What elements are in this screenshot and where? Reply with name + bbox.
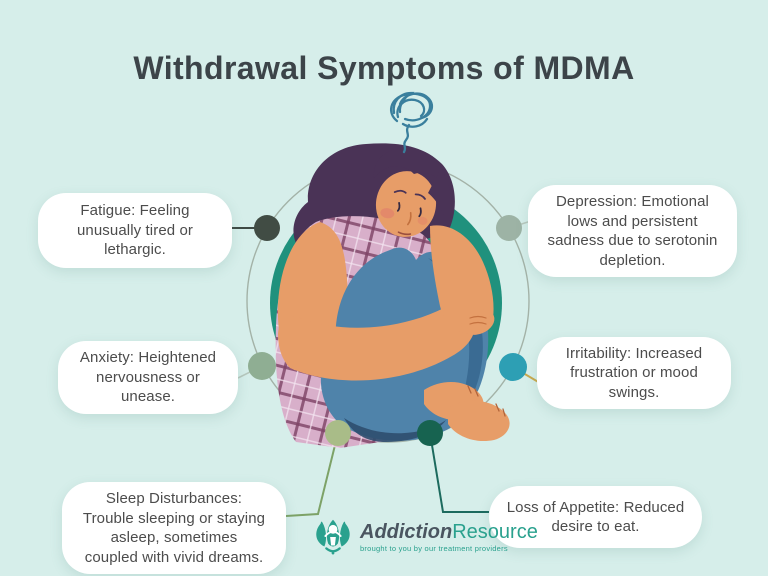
brand-tagline: brought to you by our treatment provider… xyxy=(360,544,508,553)
dot-anxiety xyxy=(248,352,276,380)
symptom-text: Irritability: Increased frustration or m… xyxy=(565,344,703,401)
brand-name: AddictionResource xyxy=(360,522,538,542)
face xyxy=(393,189,426,236)
hand xyxy=(461,309,495,335)
symptom-text: Loss of Appetite: Reduced desire to eat. xyxy=(506,498,685,536)
symptom-text: Depression: Emotional lows and persisten… xyxy=(547,193,718,269)
hair-top xyxy=(373,147,446,186)
dot-loss-of-appetite xyxy=(417,420,443,446)
symptom-card-irritability: Irritability: Increased frustration or m… xyxy=(537,337,731,409)
lotus-person-icon xyxy=(316,519,350,555)
page-title: Withdrawal Symptoms of MDMA xyxy=(133,50,635,86)
brand-name-accent: Resource xyxy=(452,521,538,543)
arm-right xyxy=(430,225,494,334)
symptom-card-fatigue: Fatigue: Feeling unusually tired or leth… xyxy=(38,193,232,268)
head xyxy=(375,171,437,237)
jeans-shade xyxy=(428,258,483,424)
dot-fatigue xyxy=(254,215,280,241)
dot-sleep-disturbances xyxy=(325,420,351,446)
symptom-card-anxiety: Anxiety: Heightened nervousness or uneas… xyxy=(58,341,238,414)
person-illustration xyxy=(275,91,510,448)
brand-logo: AddictionResource brought to you by our … xyxy=(312,516,538,556)
symptom-card-loss-of-appetite: Loss of Appetite: Reduced desire to eat. xyxy=(489,486,702,548)
thought-scribble-icon xyxy=(389,91,434,154)
feet xyxy=(424,381,510,442)
symptom-text: Sleep Disturbances: Trouble sleeping or … xyxy=(82,490,266,566)
hair-lock xyxy=(428,170,452,226)
connector-loss-of-appetite xyxy=(429,432,489,513)
dot-irritability xyxy=(499,353,527,381)
connector-sleep-disturbances xyxy=(285,432,339,517)
dot-depression xyxy=(496,215,522,241)
symptom-card-sleep-disturbances: Sleep Disturbances: Trouble sleeping or … xyxy=(62,482,286,574)
symptom-text: Anxiety: Heightened nervousness or uneas… xyxy=(79,349,217,406)
symptom-text: Fatigue: Feeling unusually tired or leth… xyxy=(76,202,194,259)
brand-name-bold: Addiction xyxy=(360,521,453,543)
forearm-wrap xyxy=(278,305,476,381)
brand-text: AddictionResource brought to you by our … xyxy=(360,522,538,553)
symptom-card-depression: Depression: Emotional lows and persisten… xyxy=(528,185,737,277)
